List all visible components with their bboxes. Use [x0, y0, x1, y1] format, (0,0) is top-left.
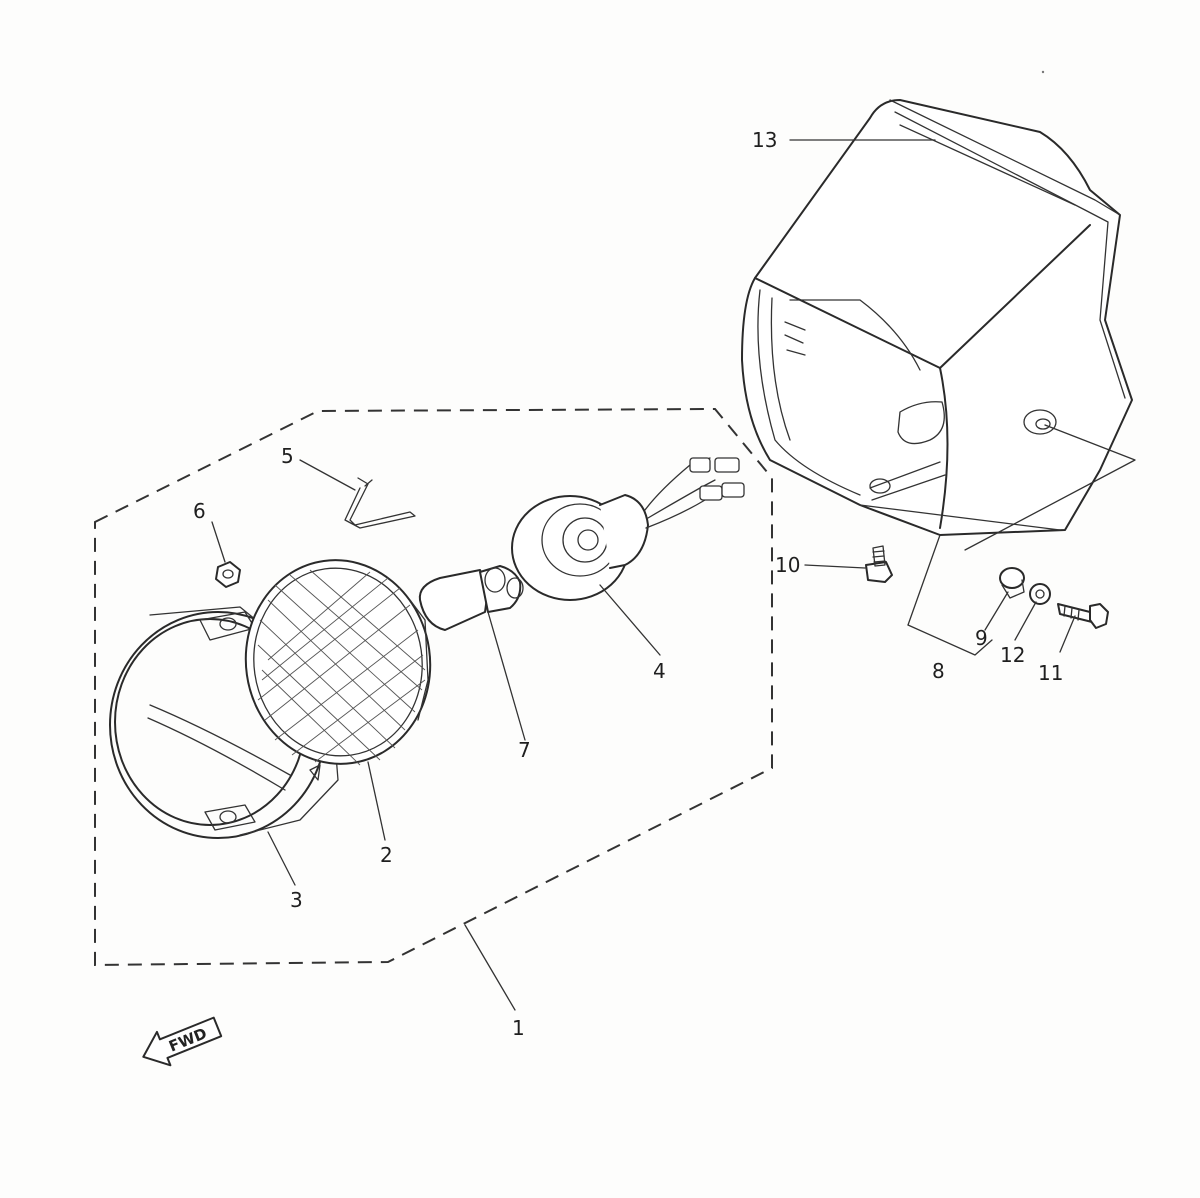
- callout-6: 6: [193, 499, 206, 523]
- callout-9: 9: [975, 626, 988, 650]
- callout-5: 5: [281, 444, 294, 468]
- callout-12: 12: [1000, 643, 1025, 667]
- bulb: [418, 565, 524, 631]
- spring-clip: [344, 477, 416, 529]
- callout-3: 3: [290, 888, 303, 912]
- callout-10: 10: [775, 553, 800, 577]
- headlight-housing: [741, 99, 1133, 536]
- callout-11: 11: [1038, 661, 1063, 685]
- callout-8: 8: [932, 659, 945, 683]
- callout-4: 4: [653, 659, 666, 683]
- callout-2: 2: [380, 843, 393, 867]
- callout-13: 13: [752, 128, 777, 152]
- callout-labels: 13 5 6 4 7 2 3 1 10 9 12 11 8: [193, 128, 1063, 1040]
- washer: [1029, 583, 1051, 605]
- callout-1: 1: [512, 1016, 525, 1040]
- fwd-direction-arrow: FWD: [142, 1016, 223, 1067]
- bolt-11: [1057, 603, 1109, 629]
- lens-unit: [244, 559, 432, 766]
- assembly-boundary: [94, 407, 773, 967]
- callout-leaders: [211, 139, 1136, 1011]
- callout-7: 7: [518, 738, 531, 762]
- socket-cord: [511, 457, 745, 601]
- collar: [999, 567, 1025, 599]
- bolt-10: [865, 545, 893, 583]
- nut: [215, 561, 241, 588]
- stray-mark: [1041, 70, 1045, 74]
